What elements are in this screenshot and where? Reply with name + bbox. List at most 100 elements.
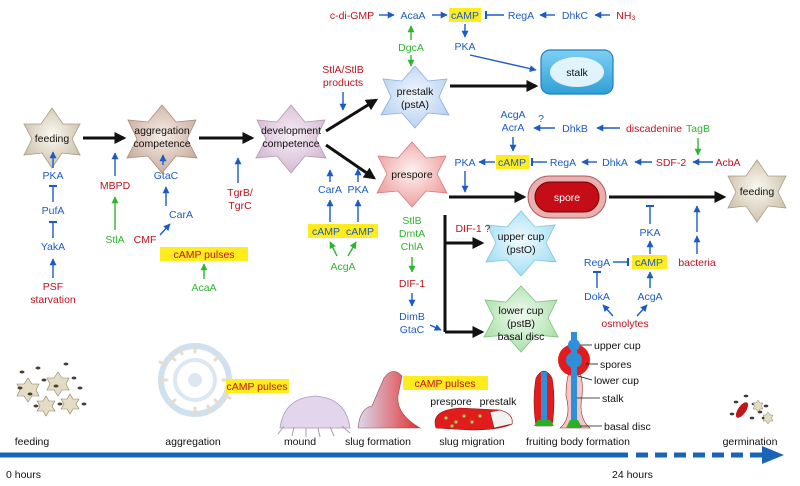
tl-basal-disc-label: basal disc [604,421,651,433]
left-pathway: PKA PufA YakA PSF starvation MBPD StlA G… [30,151,253,306]
pstB-label: (pstB) [507,318,535,330]
pstA-label: (pstA) [401,99,429,111]
prestalk-cell: prestalk (pstA) [380,65,450,129]
stage-transition-arrows [83,80,727,338]
competence-label-2: competence [262,138,319,150]
dif1-label: DIF-1 [399,278,425,290]
pstO-label: (pstO) [506,244,535,256]
middle-pathway: CarA PKA cAMP cAMP AcgA StlB DmtA ChlA D… [308,168,491,336]
sdf2-label: SDF-2 [656,157,686,169]
tl-24-hours: 24 hours [612,469,653,481]
stl-products-line2: products [323,77,363,89]
aggregation-competence-cell: aggregation competence [126,104,198,174]
tgrc-label: TgrC [228,200,252,212]
tl-slug-migration: slug migration [439,436,505,448]
nh3-label: NH₃ [616,10,635,22]
gtac-label: GtaC [154,170,179,182]
germination-pathway: PKA cAMP RegA DokA AcgA osmolytes bacter… [584,204,716,330]
left-pka-label: PKA [42,170,63,182]
psf-label: PSF [43,281,63,293]
competence-label: competence [133,138,190,150]
dhka-label: DhkA [602,157,628,169]
tl-prespore-label: prespore [430,396,472,408]
dif1-q-label: DIF-1 ? [455,223,490,235]
camp-pulses-label: cAMP pulses [173,249,234,261]
tl-upper-cup-label: upper cup [594,340,641,352]
top-chain: c-di-GMP AcaA cAMP RegA DhkC NH₃ DgcA PK… [330,8,636,73]
q-label: ? [538,113,544,125]
top-rega-label: RegA [508,10,534,22]
stlb-label: StlB [402,215,421,227]
tl-germination: germination [723,436,778,448]
upper-cup-cell: upper cup (pstO) [485,210,557,277]
tl-lower-cup-label: lower cup [594,375,639,387]
feeding-cell-start: feeding [23,107,81,169]
tl-prestalk-label: prestalk [480,396,518,408]
top-pka-label: PKA [454,41,475,53]
tl-stalk-label: stalk [602,393,624,405]
tagb-label: TagB [686,123,710,135]
basal-disc-label: basal disc [498,331,545,343]
germination-illustration [729,394,774,425]
upper-cup-label: upper cup [498,231,545,243]
timeline-bar: 0 hours 24 hours [0,446,784,481]
yaka-label: YakA [41,241,65,253]
tl-aggregation: aggregation [165,436,221,448]
dmta-label: DmtA [399,228,425,240]
germ-acga-label: AcgA [637,291,662,303]
feeding-label-end: feeding [740,186,775,198]
tl-fruiting-body: fruiting body formation [526,436,630,448]
pufa-label: PufA [42,205,65,217]
discadenine-label: discadenine [626,123,682,135]
feeding-illustration [16,362,87,417]
development-label: development [261,125,321,137]
osmolytes-label: osmolytes [601,318,648,330]
left-cara-label: CarA [169,209,193,221]
spore-pathway: AcgA AcrA ? DhkB discadenine TagB cAMP P… [454,109,741,193]
tl-camp-pulses-2: cAMP pulses [414,378,475,390]
dgca-label: DgcA [398,42,424,54]
chla-label: ChlA [401,241,424,253]
slug-formation-illustration [357,371,422,429]
mid-gtac-label: GtaC [400,324,425,336]
mid-camp2-label: cAMP [346,226,374,238]
stalk-cell: stalk [540,49,614,95]
spore-cell: spore [527,175,607,219]
aggregation-label: aggregation [134,125,190,137]
lower-cup-cell: lower cup (pstB) basal disc [483,285,559,353]
spore-label: spore [554,192,580,204]
mound-illustration [277,395,351,438]
mid-camp1-label: cAMP [312,226,340,238]
dimb-label: DimB [399,311,425,323]
slug-migration-illustration: cAMP pulses prespore prestalk [403,376,518,431]
development-competence-cell: development competence [255,104,327,174]
mbpd-label: MBPD [100,180,131,192]
cmf-label: CMF [134,234,157,246]
c-di-gmp-label: c-di-GMP [330,10,374,22]
starvation-label: starvation [30,294,76,306]
mid-cara-label: CarA [318,184,342,196]
stalk-label: stalk [566,67,588,79]
tl-slug-formation: slug formation [345,436,411,448]
stl-products-line1: StlA/StlB [322,64,363,76]
feeding-cell-end: feeding [727,159,787,223]
tl-0-hours: 0 hours [6,469,41,481]
prespore-cell: prespore [376,141,448,208]
tl-feeding: feeding [15,436,50,448]
prestalk-label: prestalk [397,86,435,98]
tl-spores-label: spores [600,359,632,371]
bacteria-label: bacteria [678,257,716,269]
dhkc-label: DhkC [562,10,589,22]
germ-camp-label: cAMP [635,257,663,269]
acra-label: AcrA [502,122,525,134]
acba-label: AcbA [715,157,740,169]
mid-acga-label: AcgA [330,261,355,273]
top-acaa-label: AcaA [400,10,425,22]
germ-pka-label: PKA [639,227,660,239]
spore-rega-label: RegA [550,157,576,169]
spore-acga-label: AcgA [500,109,525,121]
mid-pka-label: PKA [347,184,368,196]
doka-label: DokA [584,291,610,303]
